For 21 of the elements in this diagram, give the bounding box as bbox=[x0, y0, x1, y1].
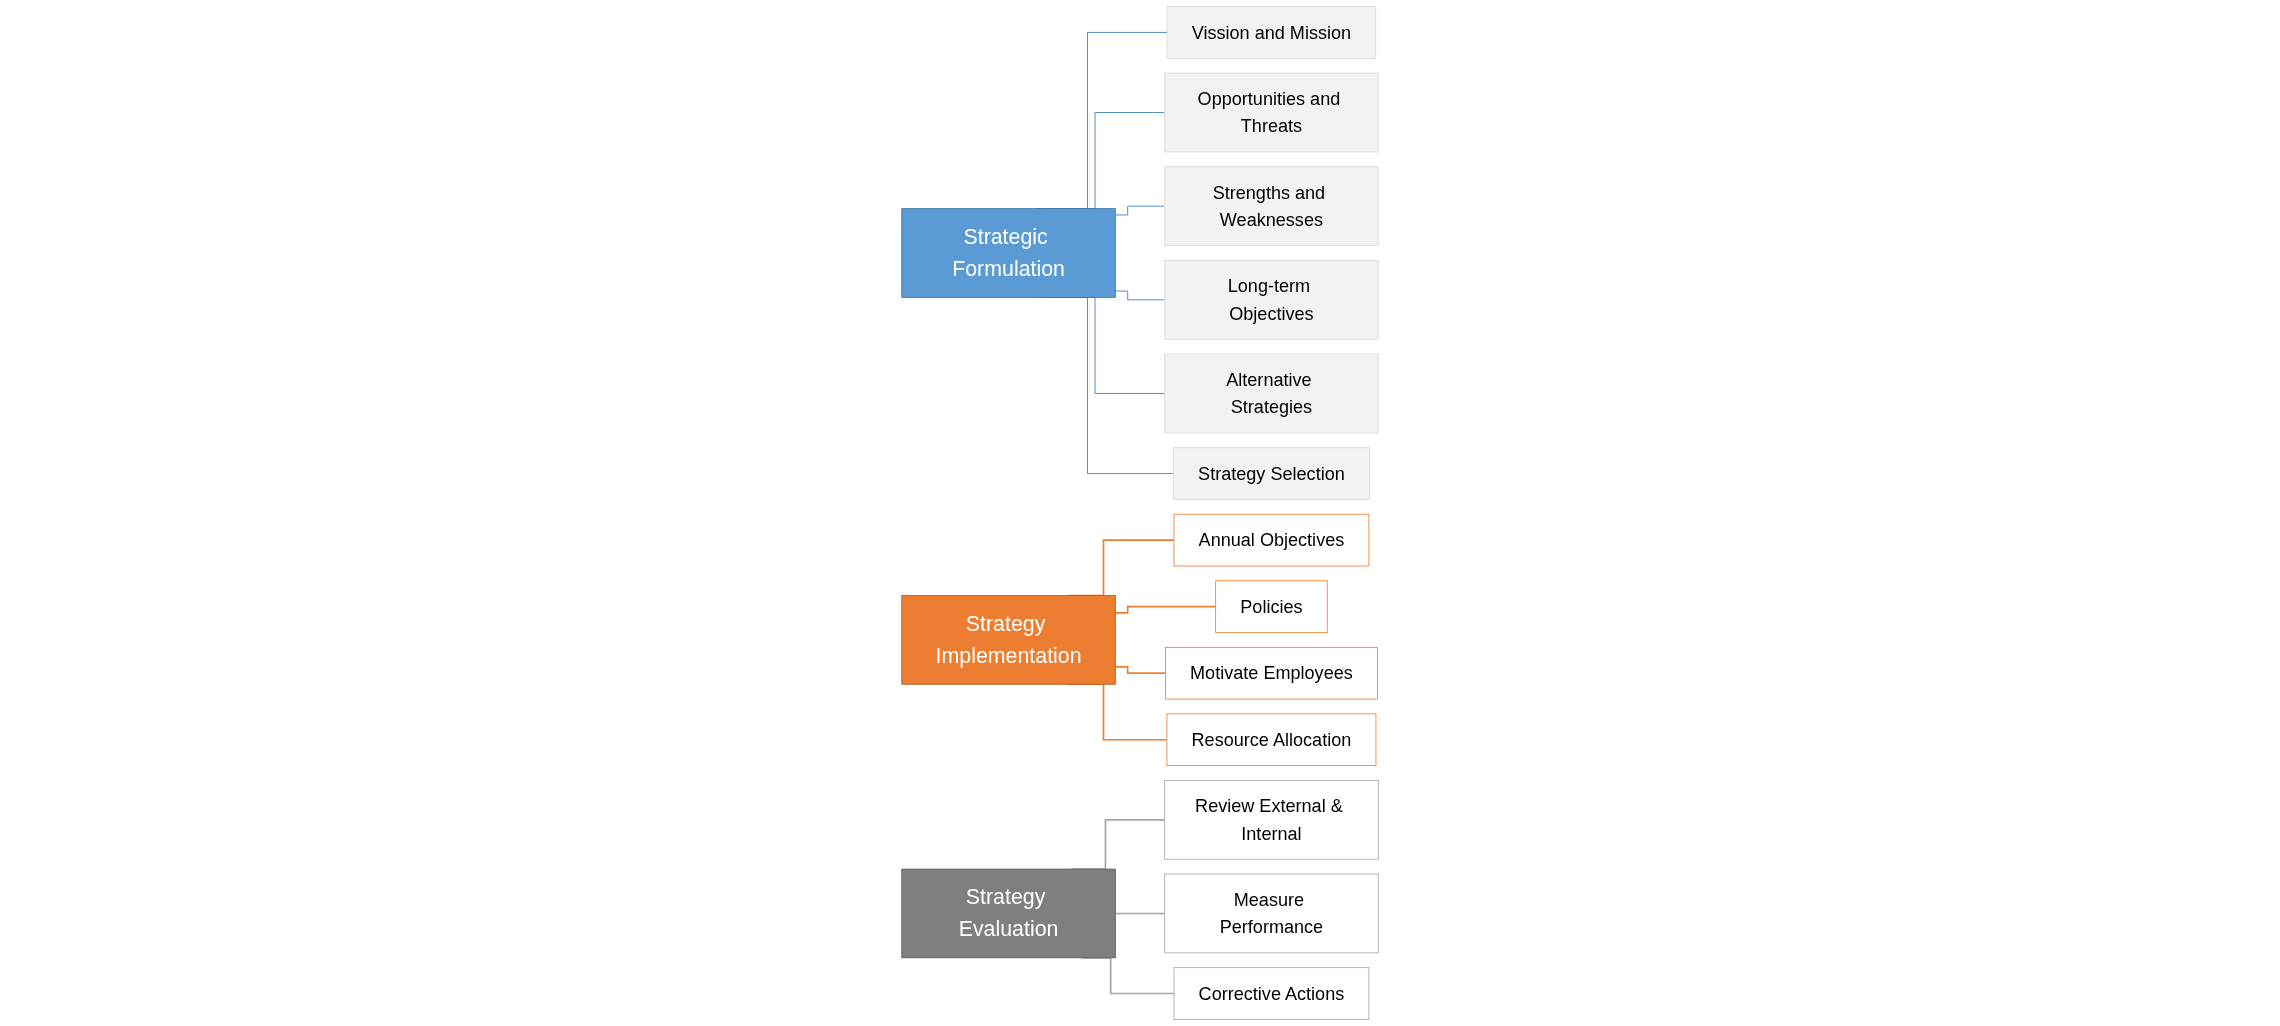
node-box: Strategic Formulation bbox=[901, 208, 1116, 298]
node-box: Resource Allocation bbox=[1166, 713, 1377, 766]
node-box: Motivate Employees bbox=[1165, 646, 1378, 700]
connector bbox=[1114, 912, 1166, 915]
connector bbox=[1114, 205, 1166, 216]
node-box: Annual Objectives bbox=[1173, 513, 1370, 567]
node-box: Strategy Implementation bbox=[901, 595, 1116, 685]
connector bbox=[1114, 666, 1167, 674]
connector bbox=[1114, 290, 1166, 301]
node-box: Review External & Internal bbox=[1164, 779, 1379, 860]
connector bbox=[1114, 605, 1217, 614]
node-box: Measure Performance bbox=[1164, 873, 1379, 954]
node-box: Long-term Objectives bbox=[1164, 260, 1379, 340]
node-box: Strategy Evaluation bbox=[901, 868, 1116, 959]
node-box: Vission and Mission bbox=[1166, 6, 1377, 59]
node-box: Strengths and Weaknesses bbox=[1164, 166, 1379, 247]
node-box: Opportunities and Threats bbox=[1164, 72, 1379, 153]
node-box: Corrective Actions bbox=[1173, 967, 1370, 1020]
node-box: Strategy Selection bbox=[1173, 447, 1370, 500]
node-box: Alternative Strategies bbox=[1164, 353, 1379, 434]
node-box: Policies bbox=[1215, 580, 1328, 633]
